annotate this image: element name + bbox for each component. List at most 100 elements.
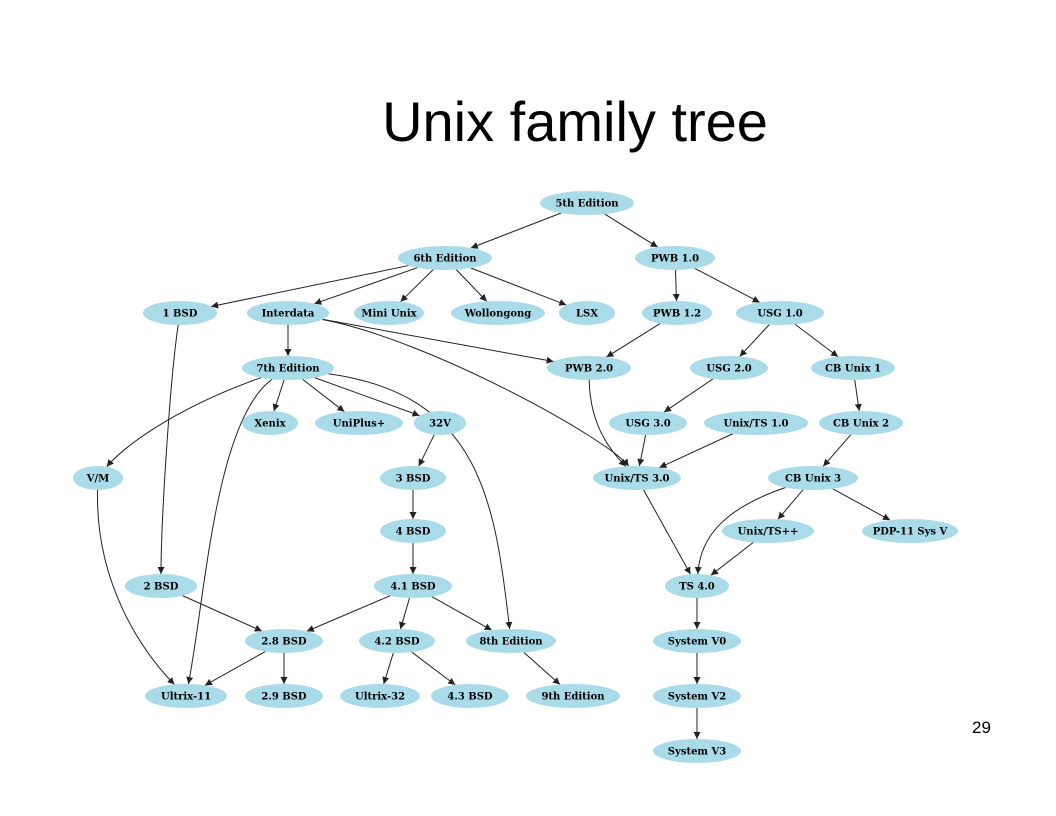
edge-pwb20-to-unixts30 <box>588 379 627 467</box>
node-label: Xenix <box>254 419 286 430</box>
edge-usg10-to-usg20 <box>739 324 770 357</box>
edge-ed6-to-wollongong <box>455 269 488 302</box>
node-label: USG 2.0 <box>706 364 751 375</box>
node-ed6: 6th Edition <box>398 246 492 270</box>
edge-bsd42-to-bsd43 <box>411 651 456 686</box>
node-ellipse <box>414 411 466 435</box>
edge-unixts30-to-ts40 <box>643 489 691 575</box>
edge-ed7-to-uniplus <box>302 378 345 413</box>
node-ellipse <box>380 466 446 490</box>
edge-interdata-to-pwb20 <box>322 318 554 364</box>
edge-ed7-to-ultrix11 <box>186 378 273 685</box>
node-label: PWB 1.2 <box>653 309 701 320</box>
node-ellipse <box>704 411 808 435</box>
node-ellipse <box>653 739 741 763</box>
node-ellipse <box>245 684 323 708</box>
nodes-layer: 5th Edition 6th Edition PWB 1.0 1 BSD Interd… <box>73 191 958 763</box>
node-bsd41: 4.1 BSD <box>374 574 452 598</box>
node-ellipse <box>431 684 509 708</box>
node-label: USG 3.0 <box>625 419 670 430</box>
node-ellipse <box>398 246 492 270</box>
node-uniplus: UniPlus+ <box>315 411 403 435</box>
edge-ed5-to-ed6 <box>470 212 562 249</box>
node-ellipse <box>451 301 545 325</box>
node-label: 7th Edition <box>256 364 320 375</box>
node-label: Interdata <box>262 309 315 320</box>
node-cbunix2: CB Unix 2 <box>819 411 903 435</box>
edges-layer <box>97 212 891 739</box>
node-ellipse <box>547 356 631 380</box>
edge-usg30-to-unixts30 <box>637 434 647 467</box>
node-label: Ultrix-32 <box>355 692 405 703</box>
node-unixtspp: Unix/TS++ <box>722 519 814 543</box>
node-ellipse <box>143 301 217 325</box>
node-pwb10: PWB 1.0 <box>635 246 715 270</box>
node-ed7: 7th Edition <box>242 356 334 380</box>
node-label: Ultrix-11 <box>161 692 211 703</box>
node-ed5: 5th Edition <box>540 191 634 215</box>
edge-cbunix3-to-pdp11 <box>832 488 891 521</box>
node-ellipse <box>526 684 620 708</box>
node-ellipse <box>819 411 903 435</box>
node-pdp11: PDP-11 Sys V <box>862 519 958 543</box>
node-label: CB Unix 2 <box>833 419 889 430</box>
node-unixts10: Unix/TS 1.0 <box>704 411 808 435</box>
node-ellipse <box>768 466 858 490</box>
node-label: Wollongong <box>464 309 532 320</box>
node-ellipse <box>340 684 420 708</box>
node-ed8: 8th Edition <box>466 629 556 653</box>
node-label: 6th Edition <box>413 254 477 265</box>
edge-ed7-to-vm <box>106 377 261 468</box>
node-ellipse <box>242 356 334 380</box>
node-bsd3: 3 BSD <box>380 466 446 490</box>
node-label: 2.8 BSD <box>261 637 307 648</box>
node-label: Unix/TS++ <box>738 527 799 538</box>
node-ellipse <box>125 574 197 598</box>
node-label: System V2 <box>668 692 726 703</box>
node-ellipse <box>862 519 958 543</box>
node-ellipse <box>466 629 556 653</box>
node-pwb12: PWB 1.2 <box>642 301 712 325</box>
node-label: USG 1.0 <box>757 309 802 320</box>
node-ellipse <box>380 519 446 543</box>
node-label: 32V <box>429 419 451 430</box>
node-label: 9th Edition <box>541 692 605 703</box>
edge-bsd41-to-bsd42 <box>399 597 411 630</box>
node-bsd42: 4.2 BSD <box>359 629 435 653</box>
node-ed9: 9th Edition <box>526 684 620 708</box>
node-ellipse <box>145 684 227 708</box>
node-ultrix32: Ultrix-32 <box>340 684 420 708</box>
node-v32: 32V <box>414 411 466 435</box>
node-label: 4 BSD <box>396 527 431 538</box>
node-vm: V/M <box>73 466 123 490</box>
node-label: PWB 2.0 <box>565 364 613 375</box>
node-label: 1 BSD <box>163 309 198 320</box>
node-pwb20: PWB 2.0 <box>547 356 631 380</box>
node-label: Mini Unix <box>361 309 417 320</box>
edge-ed8-to-ed9 <box>523 652 561 685</box>
node-ts40: TS 4.0 <box>665 574 729 598</box>
node-ellipse <box>73 466 123 490</box>
node-label: CB Unix 3 <box>785 474 841 485</box>
node-ellipse <box>374 574 452 598</box>
node-label: 5th Edition <box>555 199 619 210</box>
edge-bsd1-to-bsd2 <box>157 324 179 575</box>
edge-ed7-to-xenix <box>272 379 285 412</box>
edge-ed7-to-v32 <box>314 377 420 417</box>
node-ellipse <box>653 684 741 708</box>
node-label: System V0 <box>668 637 726 648</box>
node-ellipse <box>315 411 403 435</box>
node-label: PWB 1.0 <box>651 254 699 265</box>
edge-usg20-to-usg30 <box>663 378 714 413</box>
edge-v32-to-bsd3 <box>418 434 435 467</box>
edge-unixtspp-to-ts40 <box>710 541 754 576</box>
edge-bsd41-to-bsd28 <box>306 595 391 632</box>
node-label: CB Unix 1 <box>825 364 881 375</box>
node-label: LSX <box>576 309 598 320</box>
node-ellipse <box>359 629 435 653</box>
node-ellipse <box>811 356 895 380</box>
edge-ed7-to-ed8 <box>328 373 513 630</box>
node-ellipse <box>665 574 729 598</box>
node-usg10: USG 1.0 <box>736 301 824 325</box>
